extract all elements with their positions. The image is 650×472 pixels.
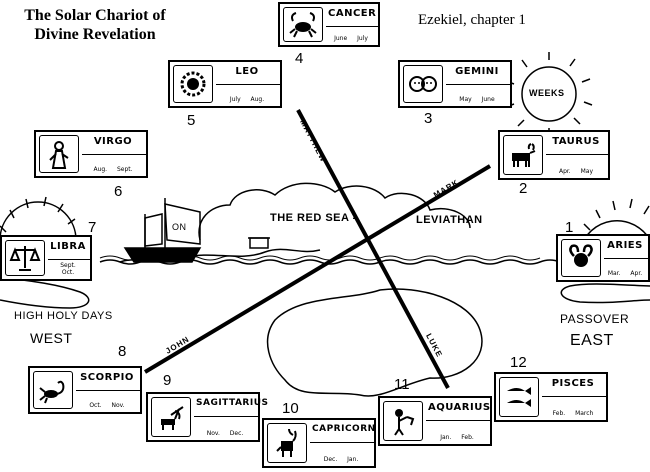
sign-number: 1 xyxy=(565,219,574,236)
sign-months: Feb. March xyxy=(552,410,594,417)
sign-months: Dec. Jan. xyxy=(323,456,359,463)
sign-number: 12 xyxy=(510,354,527,371)
sign-name: SCORPIO xyxy=(80,372,134,383)
moon-icon xyxy=(610,68,638,124)
red-sea-label: THE RED SEA - xyxy=(270,212,357,224)
ram-icon xyxy=(561,239,601,277)
card-divider xyxy=(604,258,648,259)
sign-months: Aug. Sept. xyxy=(93,166,133,173)
west-sun-icon xyxy=(0,196,77,241)
twins-icon xyxy=(403,65,443,103)
virgin-icon xyxy=(39,135,79,173)
water-bearer-icon xyxy=(383,401,423,441)
fish-icon xyxy=(499,377,539,417)
sign-card-cancer: CANCER June July xyxy=(278,2,380,47)
sign-name: LEO xyxy=(235,66,259,77)
sign-card-capricorn: CAPRICORN Dec. Jan. xyxy=(262,418,376,468)
sign-card-libra: LIBRA Sept. Oct. xyxy=(0,235,92,281)
sign-name: VIRGO xyxy=(93,136,133,147)
west-label: WEST xyxy=(30,330,73,346)
bull-icon xyxy=(503,135,543,175)
archer-icon xyxy=(151,397,191,437)
sign-name: ARIES xyxy=(607,240,643,251)
card-divider xyxy=(216,84,280,85)
sign-number: 11 xyxy=(394,376,410,393)
card-divider xyxy=(326,26,378,27)
sign-name: TAURUS xyxy=(552,136,600,147)
card-divider xyxy=(426,420,490,421)
east-shore xyxy=(560,283,650,304)
sign-number: 8 xyxy=(118,343,127,360)
high-holy-days-label: HIGH HOLY DAYS xyxy=(14,310,113,322)
sign-number: 5 xyxy=(187,112,196,129)
sign-months: Jan. Feb. xyxy=(440,434,474,441)
sign-card-pisces: PISCES Feb. March xyxy=(494,372,608,422)
sign-months: June July xyxy=(334,35,368,42)
sign-card-sagittarius: SAGITTARIUS Nov. Dec. xyxy=(146,392,269,442)
sign-name: SAGITTARIUS xyxy=(196,398,269,408)
card-divider xyxy=(48,259,90,260)
card-divider xyxy=(446,84,510,85)
scales-icon xyxy=(5,240,45,276)
sign-months: Oct. Nov. xyxy=(89,402,125,409)
cloud-outline xyxy=(198,182,471,241)
sign-name: PISCES xyxy=(551,378,595,389)
passover-label: PASSOVER xyxy=(560,312,630,326)
ship-flag-label: ON xyxy=(172,222,187,232)
sign-months: July Aug. xyxy=(229,96,265,103)
sign-card-virgo: VIRGO Aug. Sept. xyxy=(34,130,148,178)
mark-line xyxy=(143,164,492,374)
lion-icon xyxy=(173,65,213,103)
crab-icon xyxy=(283,7,323,42)
west-shore xyxy=(0,277,90,309)
card-divider xyxy=(546,154,608,155)
sign-card-leo: LEO July Aug. xyxy=(168,60,282,108)
goat-icon xyxy=(267,423,307,463)
sign-number: 7 xyxy=(88,219,97,236)
diagram-title: The Solar Chariot of Divine Revelation xyxy=(24,7,166,43)
sign-card-scorpio: SCORPIO Oct. Nov. xyxy=(28,366,142,414)
sign-months: Sept. Oct. xyxy=(60,262,76,276)
sign-number: 9 xyxy=(163,372,172,389)
weeks-label: WEEKS xyxy=(529,88,565,98)
sign-card-taurus: TAURUS Apr. May xyxy=(498,130,610,180)
sign-name: CANCER xyxy=(328,8,377,19)
sign-card-aries: ARIES Mar. Apr. xyxy=(556,234,650,282)
matthew-line xyxy=(296,109,450,389)
sign-months: May June xyxy=(459,96,495,103)
sign-number: 3 xyxy=(424,110,433,127)
scripture-reference: Ezekiel, chapter 1 xyxy=(418,12,526,28)
sign-card-aquarius: AQUARIUS Jan. Feb. xyxy=(378,396,492,446)
sign-name: LIBRA xyxy=(50,241,86,252)
card-divider xyxy=(82,154,146,155)
card-divider xyxy=(76,390,140,391)
sign-card-gemini: GEMINI May June xyxy=(398,60,512,108)
sign-number: 6 xyxy=(114,183,123,200)
sign-months: Mar. Apr. xyxy=(607,270,643,277)
card-divider xyxy=(194,416,258,417)
ship-icon xyxy=(123,198,202,263)
house-icon xyxy=(248,237,270,249)
sign-months: Apr. May xyxy=(558,168,594,175)
leviathan-label: LEVIATHAN xyxy=(416,214,483,226)
sign-number: 2 xyxy=(519,180,528,197)
east-label: EAST xyxy=(570,332,614,349)
sign-number: 4 xyxy=(295,50,304,67)
sign-name: AQUARIUS xyxy=(428,402,491,413)
sign-months: Nov. Dec. xyxy=(206,430,244,437)
island-outline xyxy=(266,288,483,397)
sign-number: 10 xyxy=(282,400,299,417)
sign-name: GEMINI xyxy=(455,66,499,77)
card-divider xyxy=(542,396,606,397)
scorpion-icon xyxy=(33,371,73,409)
card-divider xyxy=(310,442,374,443)
sign-name: CAPRICORN xyxy=(312,424,376,434)
